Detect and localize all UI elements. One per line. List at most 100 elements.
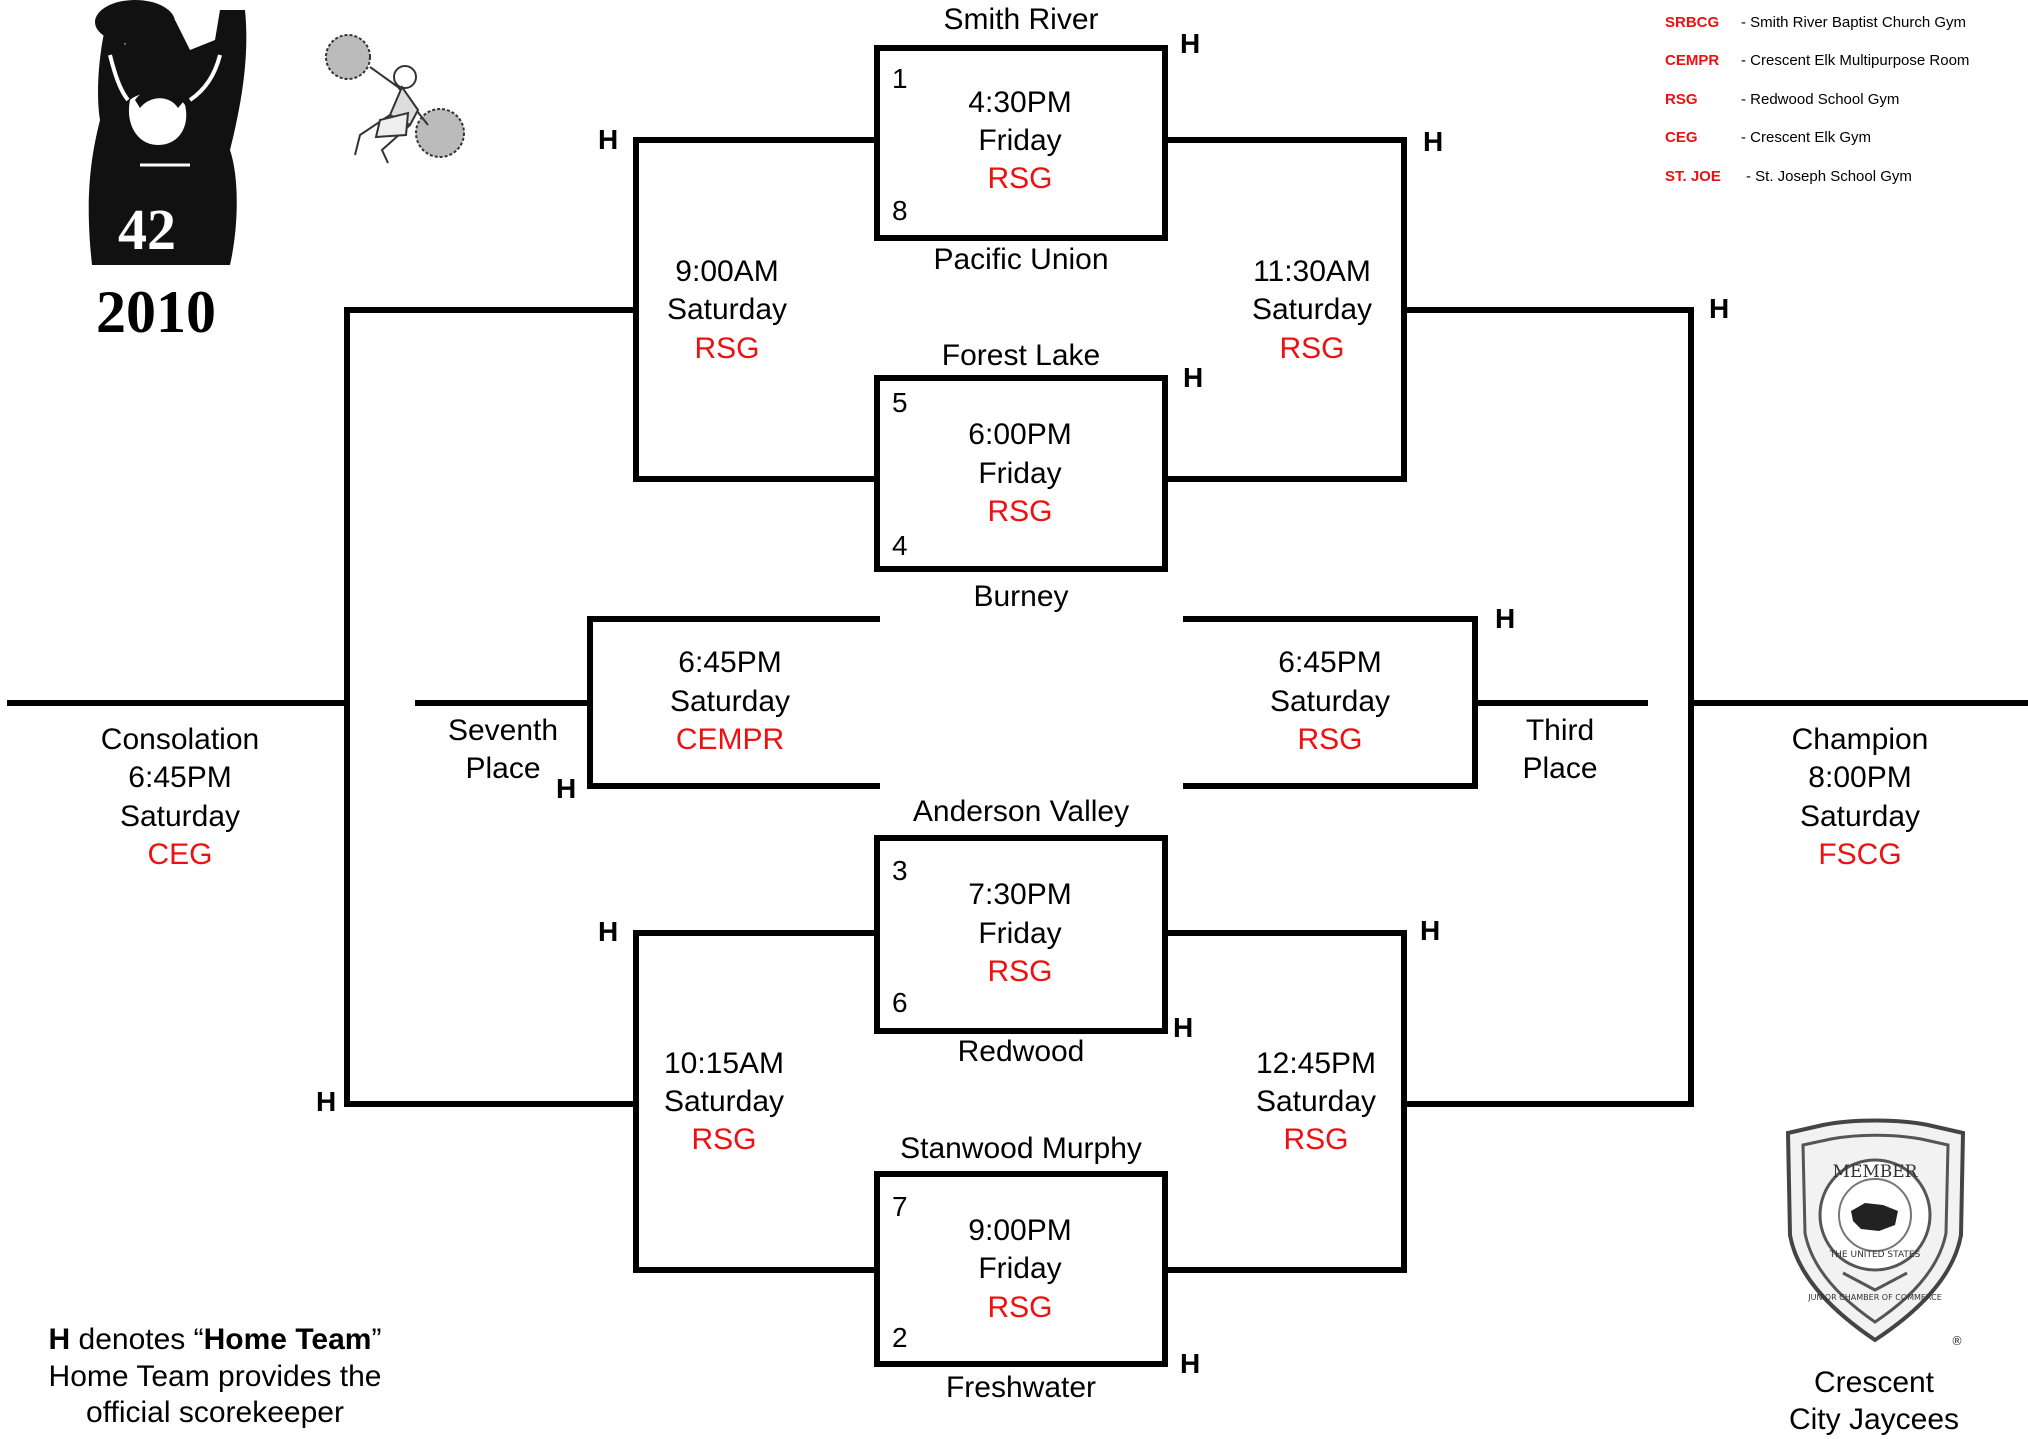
semi2-time: 12:45PM: [1255, 1047, 1377, 1080]
seventh-venue: CEMPR: [675, 723, 785, 756]
home-marker-g2-top: H: [1183, 362, 1204, 393]
cl1-day: Saturday: [666, 293, 788, 326]
legend-code-2: RSG: [1665, 91, 1698, 108]
footnote-close-quote: ”: [371, 1323, 382, 1356]
semi1-day: Saturday: [1251, 293, 1373, 326]
g4-time: 9:00PM: [968, 1214, 1072, 1247]
jaycees-member-seal: MEMBER THE UNITED STATES JUNIOR CHAMBER …: [1785, 1118, 1966, 1348]
g3-top-team: Anderson Valley: [912, 795, 1130, 828]
cheerleader-illustration: [325, 34, 465, 164]
consolation-day: Saturday: [119, 800, 241, 833]
champion-venue: FSCG: [1818, 838, 1902, 871]
g4-bottom-team: Freshwater: [945, 1371, 1097, 1404]
g4-day: Friday: [978, 1252, 1062, 1285]
svg-text:®: ®: [1951, 1334, 1963, 1348]
g2-time: 6:00PM: [968, 418, 1072, 451]
g1-time: 4:30PM: [968, 86, 1072, 119]
home-marker-seventh: H: [556, 773, 577, 804]
footnote-h: H: [48, 1323, 71, 1356]
third-day: Saturday: [1269, 685, 1391, 718]
footnote-line3: official scorekeeper: [86, 1396, 344, 1429]
legend-code-0: SRBCG: [1665, 14, 1720, 31]
seventh-label-line1: Seventh: [447, 714, 559, 747]
seventh-day: Saturday: [669, 685, 791, 718]
g1-bottom-team: Pacific Union: [933, 243, 1109, 276]
footnote-line1: H denotes “Home Team”: [49, 1322, 382, 1358]
consolation-label: Consolation: [100, 723, 260, 756]
consolation-final-bracket: [344, 307, 639, 1107]
home-marker-g4-bottom: H: [1180, 1348, 1201, 1379]
semi1-venue: RSG: [1279, 332, 1345, 365]
legend-desc-1: - Crescent Elk Multipurpose Room: [1741, 52, 1970, 69]
basketball-player-logo: [88, 0, 247, 265]
third-time: 6:45PM: [1278, 646, 1382, 679]
consolation-time: 6:45PM: [128, 761, 232, 794]
home-marker-semi1-top: H: [1423, 126, 1444, 157]
g3-bottom-team: Redwood: [957, 1035, 1085, 1068]
g4-venue: RSG: [987, 1291, 1053, 1324]
logo-number: 42: [118, 197, 176, 262]
consolation-venue: CEG: [147, 838, 213, 871]
sponsor-line1: Crescent: [1813, 1366, 1935, 1399]
third-venue: RSG: [1297, 723, 1363, 756]
home-marker-semi2-top: H: [1420, 915, 1441, 946]
seal-text-top: MEMBER: [1833, 1162, 1919, 1182]
g4-bottom-seed: 2: [892, 1322, 908, 1353]
g4-top-team: Stanwood Murphy: [900, 1132, 1142, 1165]
seventh-label-line2: Place: [465, 752, 541, 785]
third-label-line1: Third: [1525, 714, 1595, 747]
g3-time: 7:30PM: [968, 878, 1072, 911]
legend-code-3: CEG: [1665, 129, 1698, 146]
game-box-2: [874, 375, 1168, 572]
g1-top-team: Smith River: [943, 3, 1099, 36]
g3-day: Friday: [978, 917, 1062, 950]
g3-venue: RSG: [987, 955, 1053, 988]
home-marker-cl1-top: H: [598, 124, 619, 155]
legend-desc-0: - Smith River Baptist Church Gym: [1741, 14, 1967, 31]
semi1-time: 11:30AM: [1253, 255, 1371, 288]
home-marker-consolation: H: [316, 1086, 337, 1117]
home-marker-cl2-top: H: [598, 916, 619, 947]
seventh-time: 6:45PM: [678, 646, 782, 679]
home-marker-g1-top: H: [1180, 28, 1201, 59]
footnote-home-team: Home Team: [203, 1323, 372, 1356]
g2-top-seed: 5: [892, 387, 908, 418]
footnote-denotes: denotes “: [70, 1323, 204, 1356]
g1-bottom-seed: 8: [892, 195, 908, 226]
g3-top-seed: 3: [892, 855, 908, 886]
legend-desc-2: - Redwood School Gym: [1741, 91, 1900, 108]
home-marker-third: H: [1495, 603, 1516, 634]
footnote-line2: Home Team provides the: [48, 1360, 382, 1393]
seal-text-middle: THE UNITED STATES: [1829, 1250, 1921, 1260]
cl2-day: Saturday: [663, 1085, 785, 1118]
g2-top-team: Forest Lake: [941, 339, 1101, 372]
semi2-day: Saturday: [1255, 1085, 1377, 1118]
cl2-time: 10:15AM: [663, 1047, 785, 1080]
g1-top-seed: 1: [892, 63, 908, 94]
legend-desc-3: - Crescent Elk Gym: [1741, 129, 1872, 146]
g4-top-seed: 7: [892, 1191, 908, 1222]
g2-venue: RSG: [987, 495, 1053, 528]
third-label-line2: Place: [1522, 752, 1598, 785]
champion-day: Saturday: [1799, 800, 1921, 833]
cl1-venue: RSG: [694, 332, 760, 365]
legend-code-4: ST. JOE: [1665, 168, 1721, 185]
legend-desc-4: - St. Joseph School Gym: [1746, 168, 1912, 185]
logo-year: 2010: [96, 279, 216, 345]
cl2-venue: RSG: [691, 1123, 757, 1156]
sponsor-line2: City Jaycees: [1788, 1403, 1960, 1436]
home-marker-champ-top: H: [1709, 293, 1730, 324]
g2-bottom-team: Burney: [973, 580, 1069, 613]
semi2-venue: RSG: [1283, 1123, 1349, 1156]
seal-text-bottom: JUNIOR CHAMBER OF COMMERCE: [1807, 1293, 1942, 1302]
cl1-time: 9:00AM: [675, 255, 779, 288]
g2-bottom-seed: 4: [892, 530, 908, 561]
g2-day: Friday: [978, 457, 1062, 490]
home-marker-g3-bottom: H: [1173, 1012, 1194, 1043]
legend-code-1: CEMPR: [1665, 52, 1720, 69]
g3-bottom-seed: 6: [892, 987, 908, 1018]
championship-final-bracket: [1401, 307, 1694, 1107]
g1-day: Friday: [978, 124, 1062, 157]
champion-time: 8:00PM: [1808, 761, 1912, 794]
